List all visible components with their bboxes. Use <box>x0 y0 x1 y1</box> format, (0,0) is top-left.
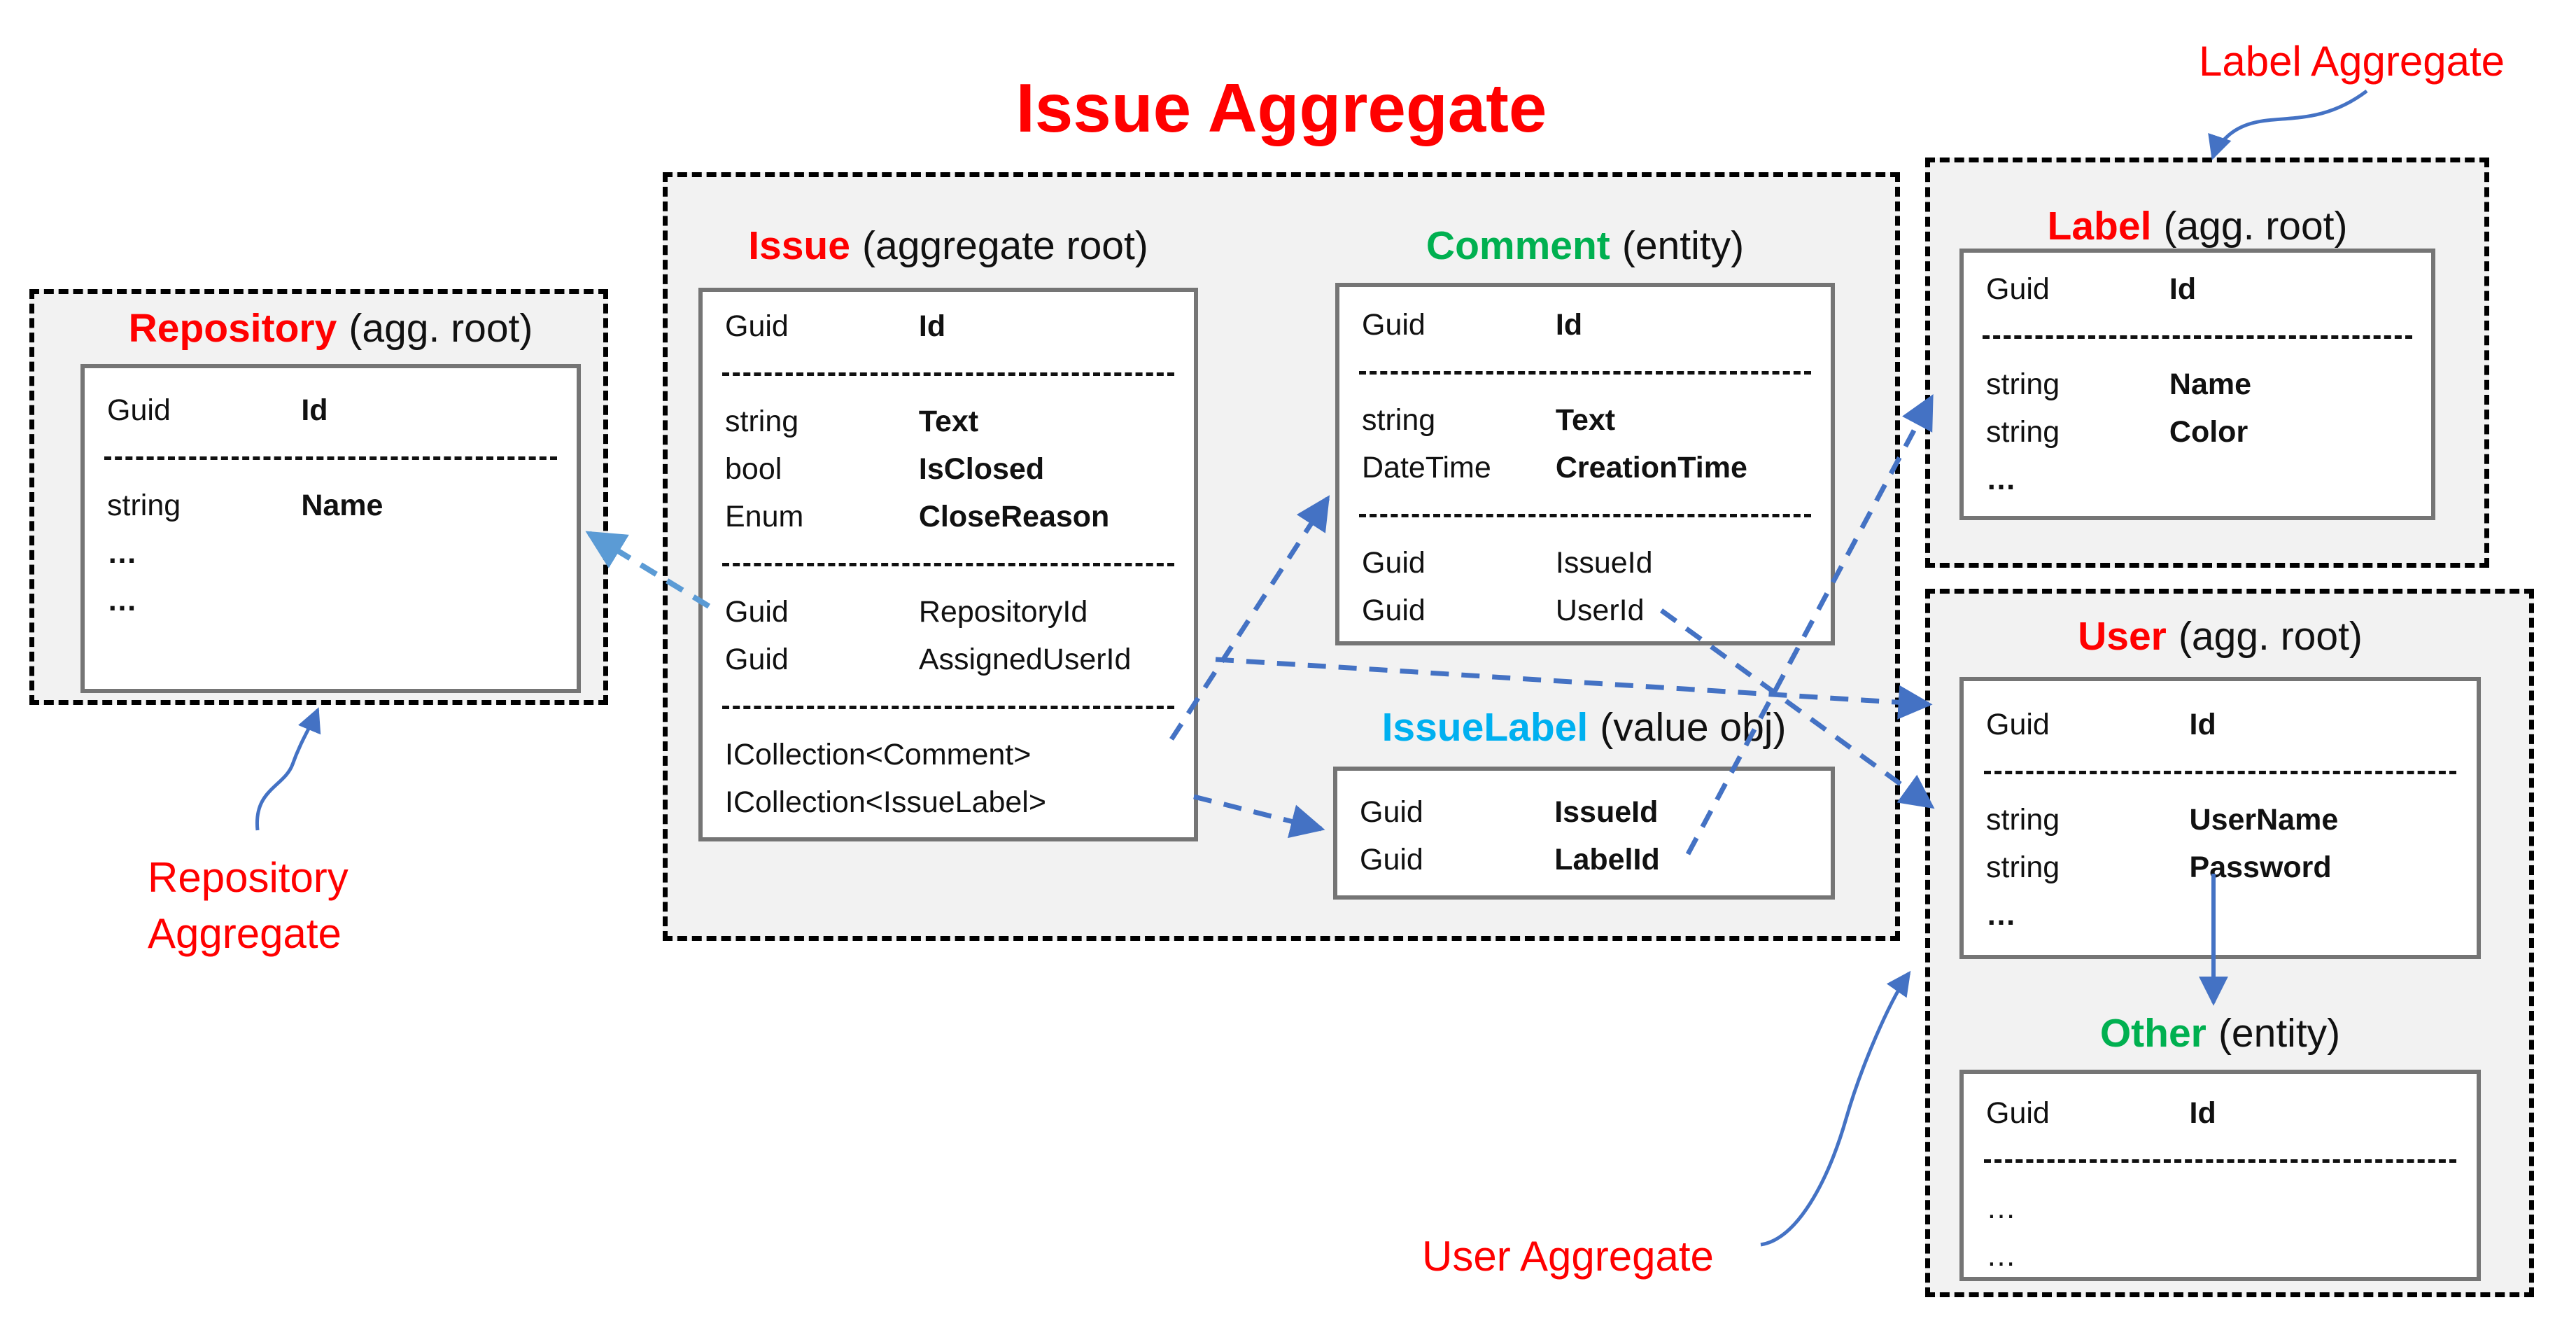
row-separator <box>703 683 1194 731</box>
table-row: … <box>1986 463 2016 496</box>
table-row: ICollection<Comment> <box>725 738 1032 771</box>
arrow-user-aggregate-annotation <box>1760 970 1911 1247</box>
issue-title-name: Issue <box>748 223 850 268</box>
row-separator <box>1964 1137 2477 1184</box>
other-title-kind: (entity) <box>2218 1011 2341 1056</box>
label-title-kind: (agg. root) <box>2163 204 2348 249</box>
user-table-title: User(agg. root) <box>1959 613 2481 659</box>
label-table-title: Label(agg. root) <box>1959 203 2435 249</box>
row-separator <box>1964 748 2477 796</box>
repository-title-kind: (agg. root) <box>349 306 533 351</box>
diagram-title: Issue Aggregate <box>1015 69 1547 146</box>
comment-title-name: Comment <box>1426 223 1610 268</box>
issuelabel-table-title: IssueLabel(value obj) <box>1333 704 1835 750</box>
row-separator <box>85 434 577 482</box>
repository-table-title: Repository (agg. root) <box>80 305 581 351</box>
comment-title-kind: (entity) <box>1621 223 1745 268</box>
row-separator <box>703 350 1194 398</box>
arrow-label-aggregate-annotation <box>2208 90 2368 160</box>
user-title-kind: (agg. root) <box>2178 614 2363 659</box>
label-aggregate-annotation: Label Aggregate <box>2199 38 2505 85</box>
user-title-name: User <box>2078 614 2167 659</box>
label-title-name: Label <box>2047 204 2152 249</box>
issue-table-title: Issue (aggregate root) <box>698 223 1198 269</box>
table-row: … <box>107 584 137 617</box>
row-separator <box>1964 313 2431 361</box>
row-separator <box>1339 349 1831 396</box>
row-separator <box>1339 491 1831 539</box>
issuelabel-title-kind: (value obj) <box>1600 705 1787 750</box>
table-row: ICollection<IssueLabel> <box>725 785 1046 819</box>
other-table-title: Other(entity) <box>1959 1010 2481 1056</box>
arrow-repository-aggregate-annotation <box>255 707 321 831</box>
issuelabel-title-name: IssueLabel <box>1381 705 1589 750</box>
table-row: … <box>1986 1239 2016 1273</box>
table-row: … <box>107 536 137 570</box>
comment-table-title: Comment(entity) <box>1335 223 1835 269</box>
repository-title-name: Repository <box>128 306 337 351</box>
row-separator <box>703 540 1194 588</box>
table-row: … <box>1986 1191 2016 1225</box>
repository-aggregate-annotation: Repository Aggregate <box>148 854 349 957</box>
user-aggregate-annotation: User Aggregate <box>1422 1233 1714 1280</box>
issue-title-kind: (aggregate root) <box>862 223 1148 268</box>
other-title-name: Other <box>2099 1011 2207 1056</box>
table-row: … <box>1986 898 2016 932</box>
